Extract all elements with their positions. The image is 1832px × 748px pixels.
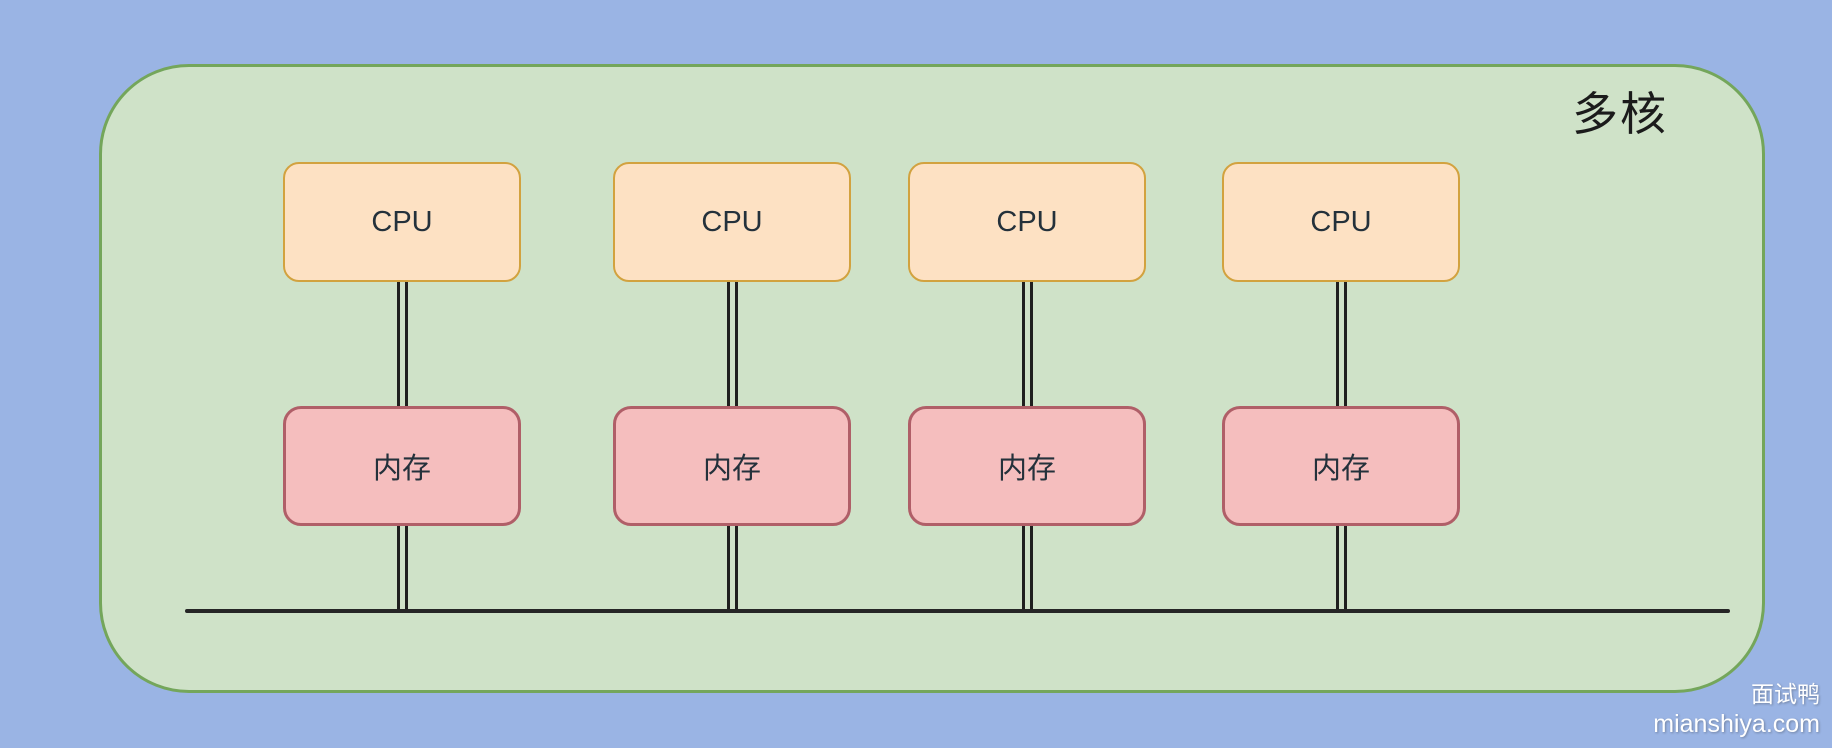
cpu-node: CPU bbox=[908, 162, 1146, 282]
cpu-memory-column-4: CPU 内存 bbox=[1222, 162, 1460, 611]
watermark-brand: 面试鸭 bbox=[1751, 681, 1820, 707]
cpu-node: CPU bbox=[1222, 162, 1460, 282]
watermark-url: mianshiya.com bbox=[1653, 709, 1820, 738]
cpu-node-label: CPU bbox=[996, 205, 1058, 238]
cpu-memory-connector bbox=[1021, 282, 1033, 406]
cpu-node: CPU bbox=[613, 162, 851, 282]
memory-node-label: 内存 bbox=[1311, 453, 1370, 485]
cpu-node: CPU bbox=[283, 162, 521, 282]
cpu-memory-connector bbox=[396, 282, 408, 406]
cpu-memory-column-2: CPU 内存 bbox=[613, 162, 851, 611]
memory-bus-connector bbox=[1021, 526, 1033, 611]
memory-node: 内存 bbox=[908, 406, 1146, 526]
multicore-title: 多核 bbox=[1572, 88, 1668, 140]
cpu-memory-column-3: CPU 内存 bbox=[908, 162, 1146, 611]
memory-node: 内存 bbox=[613, 406, 851, 526]
watermark: 面试鸭 mianshiya.com bbox=[1653, 680, 1820, 740]
memory-node: 内存 bbox=[1222, 406, 1460, 526]
memory-node-label: 内存 bbox=[997, 453, 1056, 485]
memory-node: 内存 bbox=[283, 406, 521, 526]
memory-bus-connector bbox=[1335, 526, 1347, 611]
memory-node-label: 内存 bbox=[702, 453, 761, 485]
memory-bus-connector bbox=[396, 526, 408, 611]
cpu-node-label: CPU bbox=[371, 205, 433, 238]
memory-bus-connector bbox=[726, 526, 738, 611]
cpu-memory-column-1: CPU 内存 bbox=[283, 162, 521, 611]
memory-node-label: 内存 bbox=[372, 453, 431, 485]
cpu-node-label: CPU bbox=[1310, 205, 1372, 238]
cpu-node-label: CPU bbox=[701, 205, 763, 238]
shared-bus-line bbox=[185, 609, 1730, 613]
cpu-memory-connector bbox=[1335, 282, 1347, 406]
cpu-memory-connector bbox=[726, 282, 738, 406]
